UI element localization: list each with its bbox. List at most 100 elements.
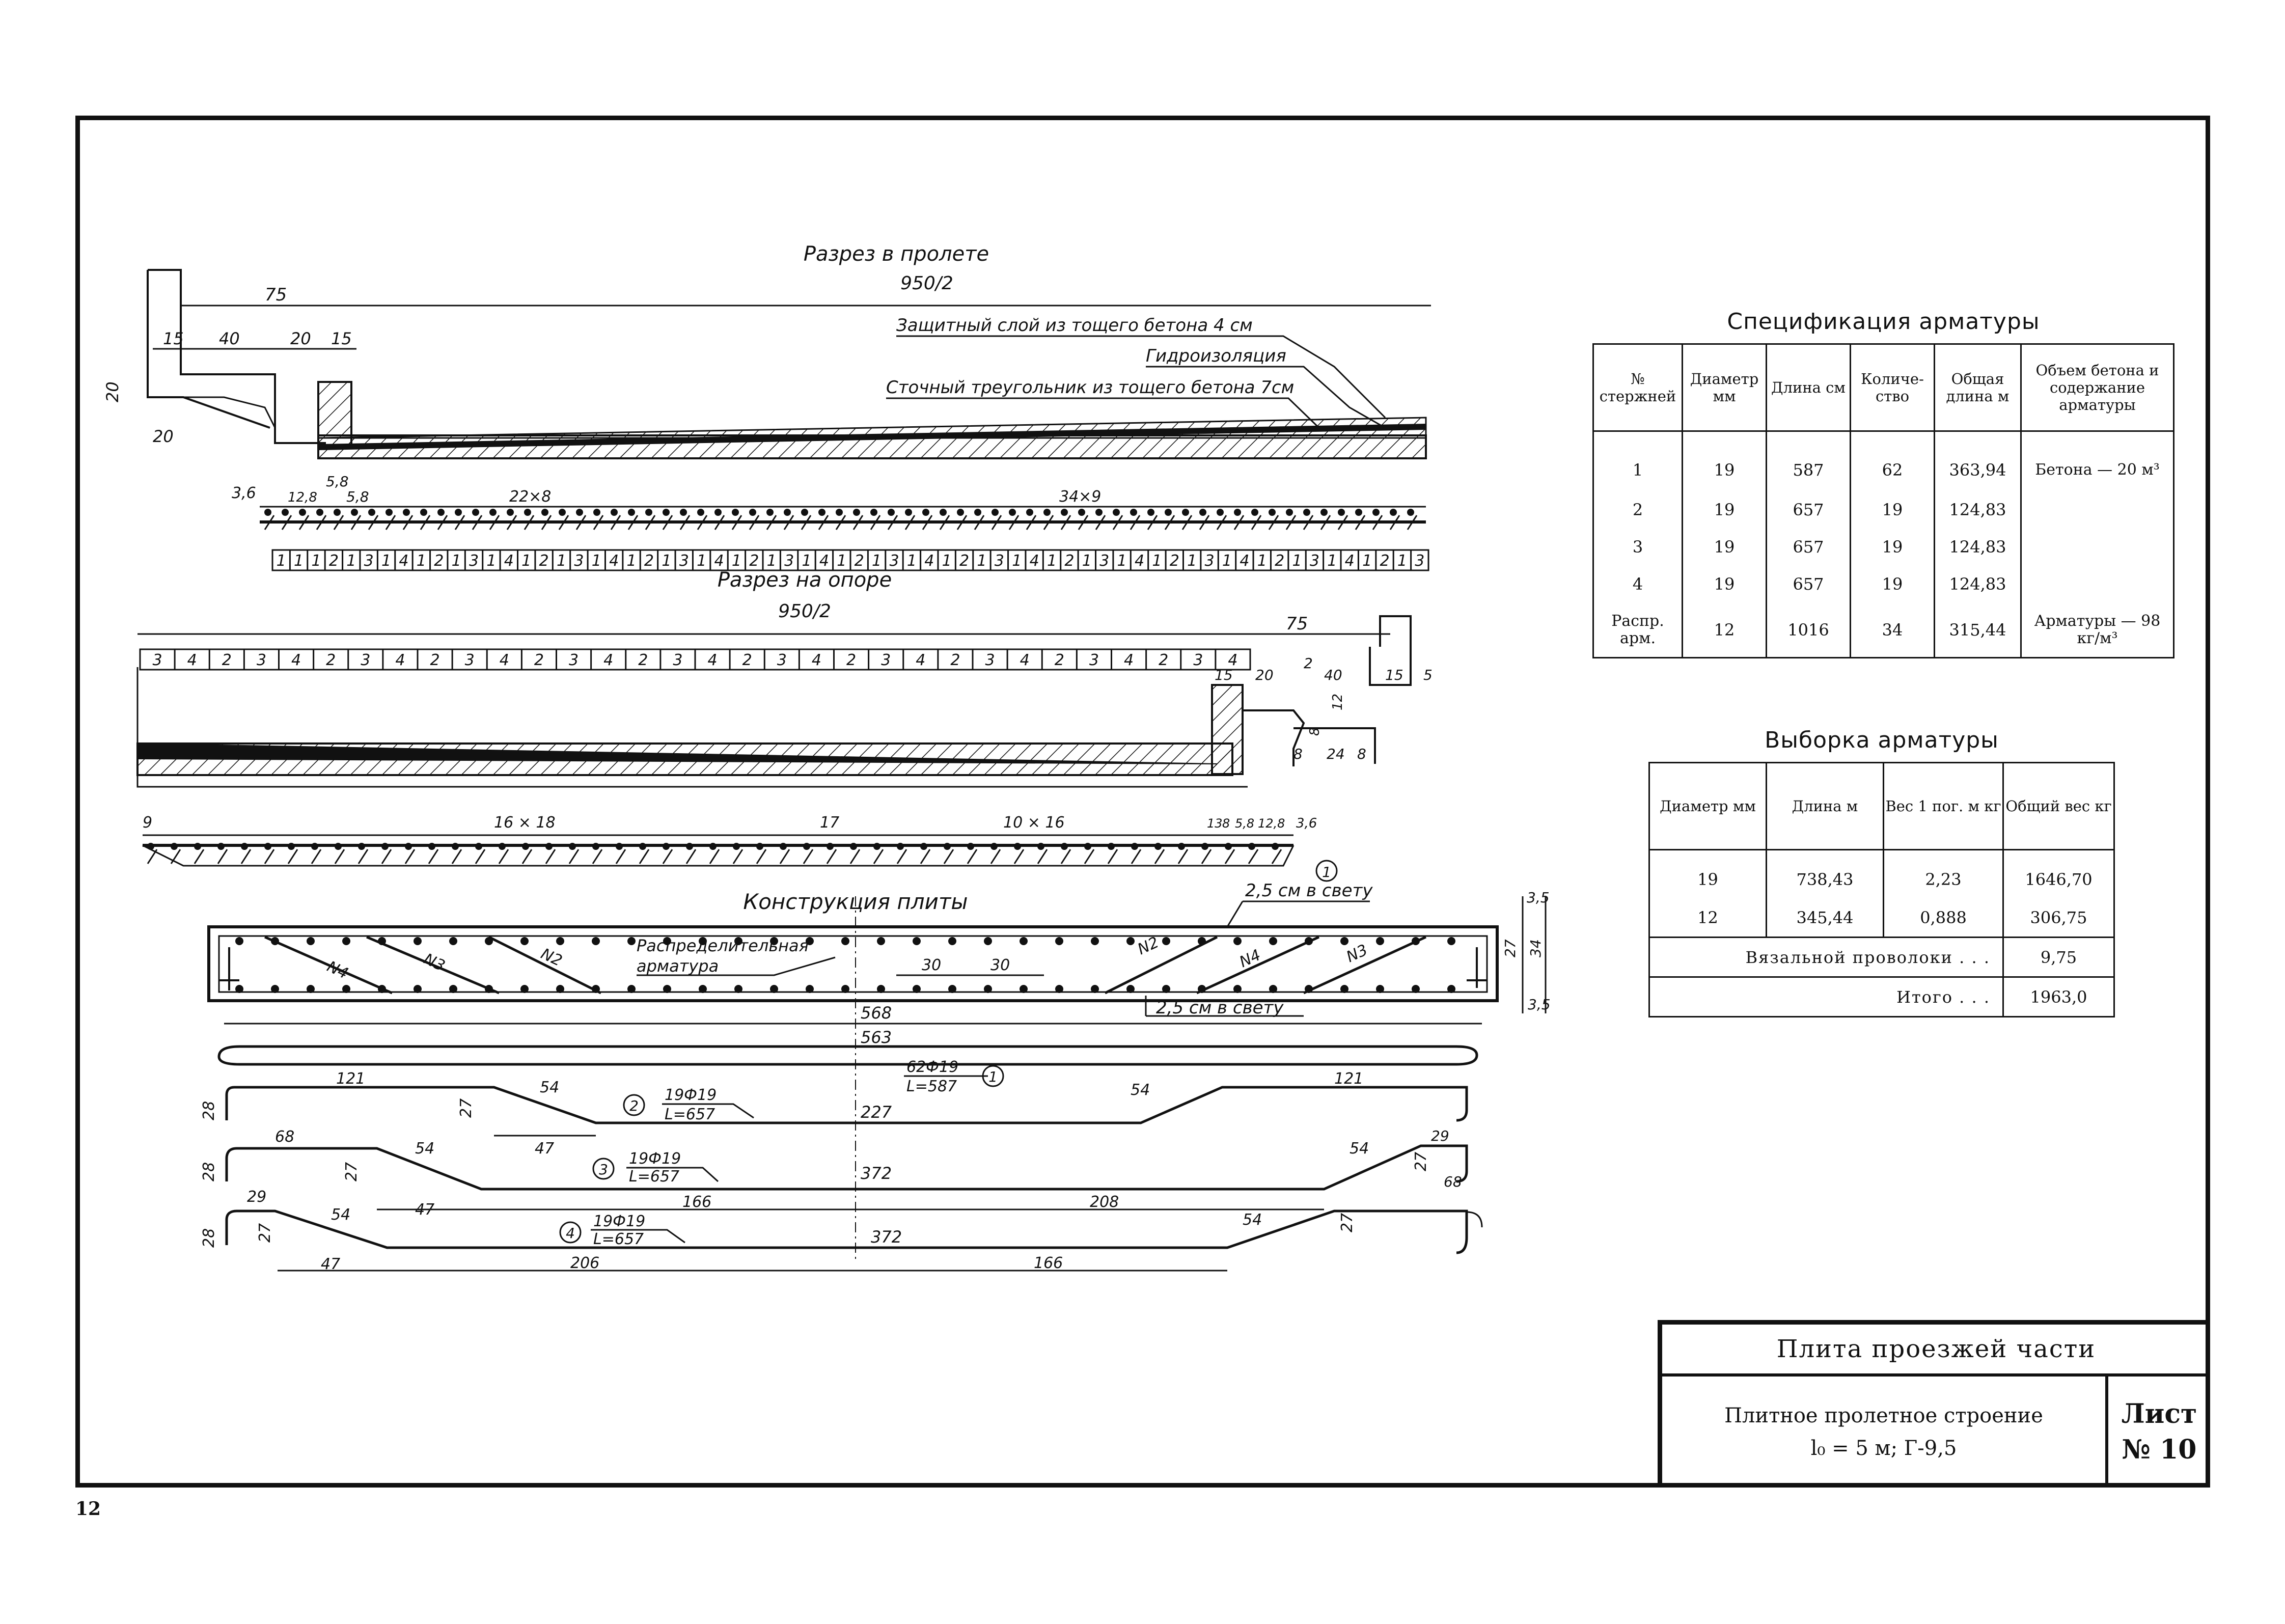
title-block: Плита проезжей части Плитное пролетное с… bbox=[1658, 1320, 2210, 1488]
span-rebar-tick bbox=[575, 515, 587, 530]
bar4-shape bbox=[225, 1209, 1468, 1254]
dim-34: 34 bbox=[1527, 939, 1544, 957]
support-rebar-dot bbox=[780, 843, 787, 850]
support-rebar-tick bbox=[1107, 849, 1118, 864]
support-rebar-dot bbox=[452, 843, 459, 850]
plate-dist-rebar-dot bbox=[806, 985, 814, 993]
subtitle-line-1: Плитное пролетное строение bbox=[1724, 1404, 2043, 1427]
support-seq-cell: 2 bbox=[1159, 651, 1168, 669]
support-rebar-dot bbox=[288, 843, 295, 850]
plate-dist-rebar-dot bbox=[1020, 985, 1028, 993]
plate-dist-rebar-dot bbox=[414, 937, 422, 945]
tag-n3-left: N3 bbox=[421, 950, 448, 975]
support-rebar-tick bbox=[943, 849, 954, 864]
support-seq-cell: 4 bbox=[916, 651, 925, 669]
plate-outline bbox=[207, 925, 1499, 1002]
span-rebar-tick bbox=[472, 515, 483, 530]
span-rebar-dot bbox=[524, 509, 531, 516]
plate-dist-rebar-dot bbox=[1091, 985, 1099, 993]
span-rebar-dot bbox=[316, 509, 323, 516]
bar4-mid: 372 bbox=[871, 1227, 902, 1247]
tag-n3-right: N3 bbox=[1344, 941, 1370, 966]
layer-drain-label: Сточный треугольник из тощего бетона 7см bbox=[886, 377, 1294, 398]
plate-dist-rebar-dot bbox=[235, 985, 243, 993]
dim-17: 17 bbox=[820, 814, 839, 832]
span-seq-cell: 1 bbox=[592, 552, 601, 570]
support-rebar-tick bbox=[990, 849, 1001, 864]
plate-dist-rebar-dot bbox=[663, 985, 671, 993]
support-seq-cell: 3 bbox=[1193, 651, 1203, 669]
bar4-spec-1: 19Ф19 bbox=[593, 1213, 645, 1230]
span-rebar-tick bbox=[385, 515, 396, 530]
span-seq-cell: 3 bbox=[1415, 552, 1424, 570]
bar3-slope: 54 bbox=[415, 1140, 434, 1158]
support-rebar-dot bbox=[194, 843, 201, 850]
span-rebar-tick bbox=[368, 515, 379, 530]
span-rebar-tick bbox=[991, 515, 1002, 530]
dim-20-vert: 20 bbox=[103, 381, 122, 402]
span-rebar-dot bbox=[905, 509, 912, 516]
dim-s8b: 8 bbox=[1293, 746, 1303, 762]
span-seq-cell: 1 bbox=[277, 552, 286, 570]
span-rebar-tick bbox=[316, 515, 327, 530]
support-rebar-dot bbox=[686, 843, 693, 850]
dim-3-6: 3,6 bbox=[232, 484, 256, 502]
bar3-rise-r: 27 bbox=[1412, 1152, 1430, 1171]
span-rebar-tick bbox=[1164, 515, 1175, 530]
span-rebar-tick bbox=[1303, 515, 1314, 530]
span-seq-cell: 3 bbox=[679, 552, 689, 570]
dim-s15: 15 bbox=[1215, 667, 1233, 683]
support-seq-cell: 4 bbox=[812, 651, 821, 669]
support-rebar-dot bbox=[311, 843, 318, 850]
span-rebar-tick bbox=[593, 515, 604, 530]
span-seq-cell: 1 bbox=[1152, 552, 1162, 570]
support-seq-cell: 2 bbox=[638, 651, 648, 669]
span-seq-cell: 2 bbox=[434, 552, 444, 570]
support-seq-cell: 4 bbox=[1228, 651, 1237, 669]
span-seq-cell: 1 bbox=[1012, 552, 1022, 570]
span-seq-cell: 1 bbox=[486, 552, 496, 570]
span-seq-cell: 4 bbox=[609, 552, 619, 570]
span-seq-cell: 1 bbox=[1082, 552, 1092, 570]
support-rebar-tick bbox=[170, 849, 181, 864]
plate-dist-rebar-dot bbox=[1412, 985, 1420, 993]
span-seq-cell: 3 bbox=[1099, 552, 1109, 570]
span-seq-cell: 3 bbox=[469, 552, 479, 570]
plate-dist-rebar-dot bbox=[1020, 937, 1028, 945]
support-seq-cell: 2 bbox=[534, 651, 544, 669]
plate-dist-rebar-dot bbox=[1055, 985, 1063, 993]
total-label: Итого . . . bbox=[1648, 976, 2004, 1017]
support-rebar-dot bbox=[1201, 843, 1208, 850]
support-rebar-tick bbox=[311, 849, 322, 864]
plate-dist-rebar-dot bbox=[948, 985, 956, 993]
support-rebar-dot bbox=[1131, 843, 1138, 850]
dim-12-8: 12,8 bbox=[288, 490, 317, 505]
section-support-title: Разрез на опоре bbox=[718, 568, 892, 592]
bar1-spec-2: L=587 bbox=[906, 1078, 957, 1095]
plate-dist-rebar-dot bbox=[378, 937, 386, 945]
plate-dist-rebar-dot bbox=[520, 985, 529, 993]
span-seq-cell: 4 bbox=[1240, 552, 1249, 570]
tag-n4-right: N4 bbox=[1237, 946, 1263, 971]
selection-table: Диаметр мм Длина м Вес 1 пог. м кг Общий… bbox=[1648, 762, 2115, 1017]
plate-dist-rebar-dot bbox=[485, 985, 493, 993]
bar2-mid: 227 bbox=[861, 1103, 892, 1122]
bar3-mid: 372 bbox=[861, 1164, 892, 1183]
table-row: 19 738,43 2,23 1646,70 bbox=[1648, 849, 2115, 898]
plate-dist-rebar-dot bbox=[1376, 985, 1384, 993]
plate-dist-rebar-dot bbox=[271, 937, 279, 945]
span-seq-cell: 1 bbox=[1292, 552, 1302, 570]
support-rebar-dot bbox=[803, 843, 810, 850]
plate-dist-rebar-dot bbox=[271, 985, 279, 993]
plate-dist-rebar-dot bbox=[556, 937, 564, 945]
table-row: 2 19 657 19 124,83 bbox=[1592, 491, 2174, 528]
support-rebar-tick bbox=[779, 849, 790, 864]
support-rebar-dot bbox=[1061, 843, 1068, 850]
span-rebar-tick bbox=[1112, 515, 1123, 530]
span-rebar-tick bbox=[801, 515, 812, 530]
spec-col-count: Количе-ство bbox=[1850, 343, 1935, 432]
span-rebar-tick bbox=[1251, 515, 1262, 530]
support-rebar-dot bbox=[545, 843, 553, 850]
plate-dist-rebar-dot bbox=[1305, 937, 1313, 945]
support-rebar-tick bbox=[521, 849, 533, 864]
